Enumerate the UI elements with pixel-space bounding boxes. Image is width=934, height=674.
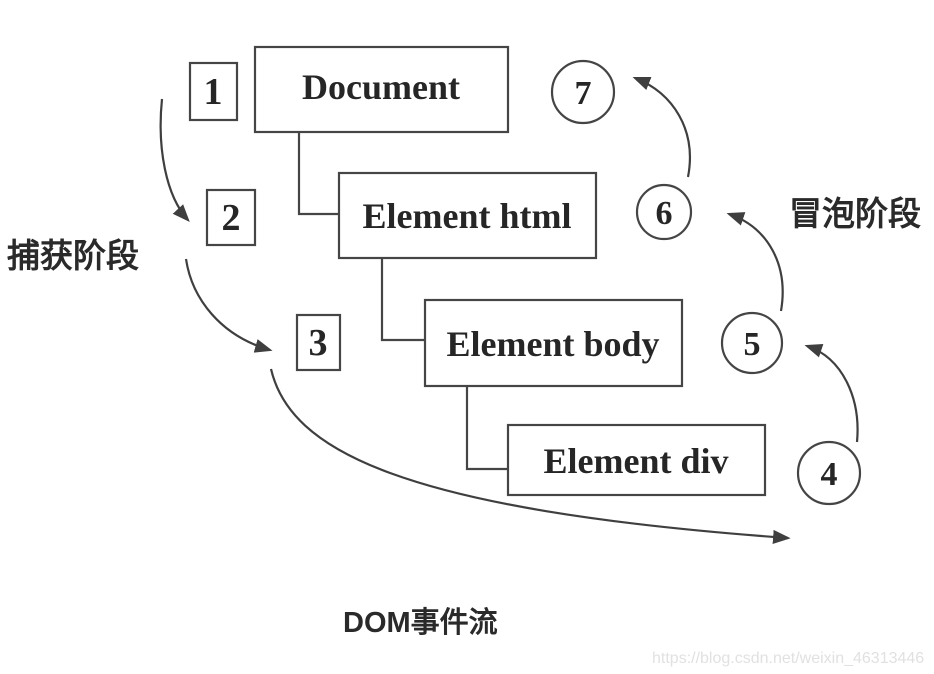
- node-element-div: Element div: [506, 423, 767, 497]
- capture-step-3-square: [295, 313, 342, 372]
- bubble-step-5-circle: [720, 311, 784, 375]
- capture-step-1: 1: [188, 61, 239, 122]
- capture-phase-label: 捕获阶段: [7, 237, 139, 274]
- bubble-step-5: 5: [720, 311, 784, 375]
- bubble-step-7-circle: [550, 59, 616, 125]
- node-document: Document: [253, 45, 510, 134]
- connector-body-to-div: [465, 386, 507, 471]
- node-document-label: Document: [302, 67, 460, 107]
- node-element-div-label: Element div: [544, 441, 729, 481]
- bubble-step-6-circle: [635, 183, 693, 241]
- node-element-body-label: Element body: [446, 324, 659, 364]
- capture-step-3-number: 3: [309, 322, 328, 364]
- node-element-html-box: [337, 171, 598, 260]
- capture-step-1-square: [188, 61, 239, 122]
- bubble-arrow-4-to-5: [804, 344, 859, 443]
- bubble-arrow-6-to-7: [632, 76, 691, 178]
- node-element-body-box: [423, 298, 684, 388]
- bubble-step-4-circle: [796, 440, 862, 506]
- node-element-html: Element html: [337, 171, 598, 260]
- bubble-arrow-5-to-6: [726, 212, 784, 312]
- connector-document-to-html: [297, 133, 338, 216]
- bubble-step-4-number: 4: [821, 456, 838, 493]
- node-element-div-box: [506, 423, 767, 497]
- capture-step-2: 2: [205, 188, 257, 247]
- capture-step-3: 3: [295, 313, 342, 372]
- capture-arrow-3-to-target: [269, 368, 791, 544]
- bubble-step-4: 4: [796, 440, 862, 506]
- capture-arrow-1-to-2: [159, 98, 190, 222]
- bubble-step-6: 6: [635, 183, 693, 241]
- node-element-html-label: Element html: [363, 196, 572, 236]
- capture-arrow-2-to-3: [184, 258, 273, 353]
- capture-step-2-number: 2: [222, 197, 241, 239]
- node-element-body: Element body: [423, 298, 684, 388]
- bubble-step-7: 7: [550, 59, 616, 125]
- connector-html-to-body: [380, 258, 424, 342]
- capture-step-1-number: 1: [204, 71, 223, 113]
- node-document-box: [253, 45, 510, 134]
- bubble-phase-label: 冒泡阶段: [789, 195, 921, 232]
- bubble-step-5-number: 5: [744, 326, 761, 363]
- bubble-step-7-number: 7: [575, 75, 592, 112]
- capture-step-2-square: [205, 188, 257, 247]
- watermark-text: https://blog.csdn.net/weixin_46313446: [652, 650, 924, 667]
- diagram-caption: DOM事件流: [343, 606, 498, 639]
- bubble-step-6-number: 6: [656, 195, 673, 232]
